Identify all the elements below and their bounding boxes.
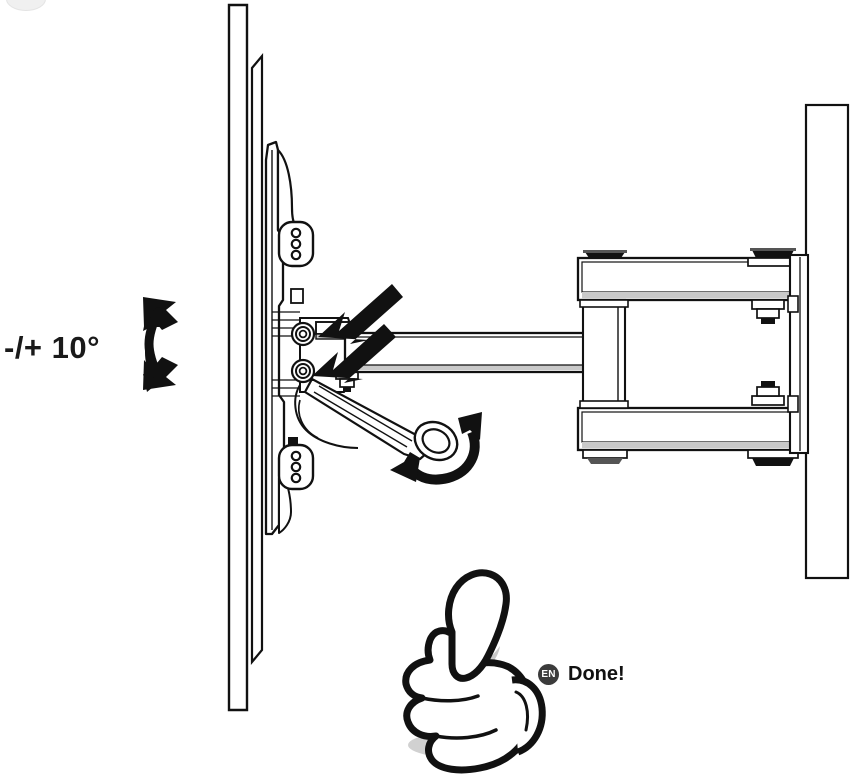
wall-plate bbox=[787, 253, 810, 455]
pivot-bolt-lower bbox=[290, 358, 316, 384]
vertical-double-arrow bbox=[143, 297, 178, 392]
pointer-arrows bbox=[312, 284, 403, 383]
thumbs-up-hand bbox=[402, 569, 546, 774]
vesa-bracket-upper bbox=[277, 220, 315, 268]
bracket-cap-lower-left bbox=[582, 449, 628, 464]
bracket-vertical-post bbox=[579, 298, 629, 410]
television-panel bbox=[227, 3, 264, 712]
bracket-cap-upper-left bbox=[583, 250, 627, 258]
wrench-ring-head bbox=[413, 420, 459, 462]
done-status-row: EN Done! bbox=[538, 663, 625, 686]
wall-bracket-assembly bbox=[576, 248, 810, 466]
wall-plate-bolt-lower bbox=[751, 381, 785, 406]
ring-spanner-wrench bbox=[294, 377, 459, 462]
bracket-cap-upper-right bbox=[747, 248, 799, 267]
pivot-bolt-upper bbox=[290, 321, 316, 347]
tilt-angle-label: -/+ 10° bbox=[4, 330, 101, 365]
language-badge-en: EN bbox=[538, 664, 559, 685]
pointer-arrow-lower bbox=[312, 324, 396, 383]
pointer-arrow-upper bbox=[318, 284, 403, 344]
wall-plate-bolt-upper bbox=[751, 299, 785, 324]
wall-surface bbox=[804, 103, 850, 580]
curved-double-arrow bbox=[390, 412, 482, 485]
vesa-bracket-lower bbox=[277, 443, 315, 491]
vesa-mounting-plate bbox=[264, 140, 315, 536]
bracket-arm-lower bbox=[576, 406, 798, 452]
done-label: Done! bbox=[568, 663, 625, 685]
